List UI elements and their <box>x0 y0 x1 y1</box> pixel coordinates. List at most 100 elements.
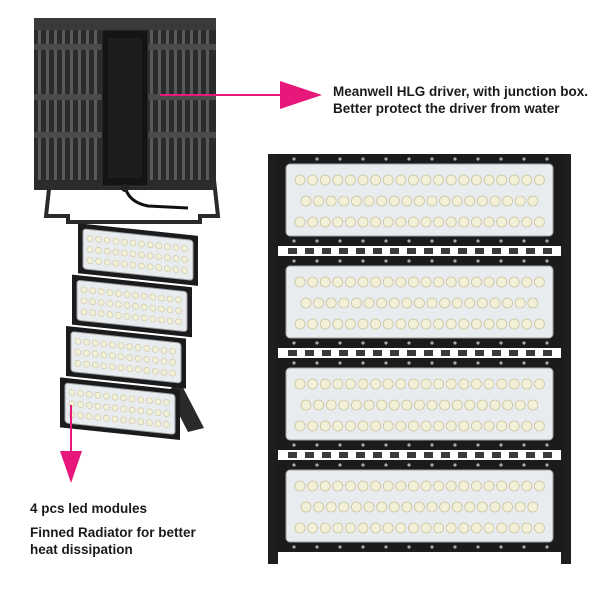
led-chip <box>489 195 501 207</box>
led-chip <box>458 480 470 492</box>
led-chip <box>483 480 495 492</box>
led-module <box>72 274 192 338</box>
led-chip <box>294 420 306 432</box>
led-chip <box>175 318 182 326</box>
led-chip <box>97 299 105 307</box>
led-chip <box>533 174 545 186</box>
led-chip <box>332 174 344 186</box>
led-chip <box>109 352 116 360</box>
led-chip <box>307 276 318 288</box>
led-chip <box>146 263 154 271</box>
led-chip <box>134 366 142 373</box>
led-chip <box>458 318 470 330</box>
led-chip <box>160 346 168 354</box>
led-chip <box>483 174 495 186</box>
led-chip <box>521 378 533 390</box>
led-chip <box>160 357 168 365</box>
led-chip <box>395 174 407 186</box>
led-chip <box>382 318 394 330</box>
led-chip <box>483 522 495 534</box>
led-chip <box>143 367 151 374</box>
led-chip <box>94 403 102 410</box>
led-chip <box>433 420 445 432</box>
led-chip <box>158 294 165 302</box>
led-chip <box>439 399 451 411</box>
led-chip <box>508 378 520 390</box>
led-chip <box>445 276 457 288</box>
led-chip <box>470 174 482 186</box>
led-chip <box>132 302 139 310</box>
led-chip <box>103 248 111 255</box>
led-chip <box>533 480 545 492</box>
led-chip <box>489 297 501 309</box>
led-chip <box>370 420 381 432</box>
led-chip <box>89 298 96 306</box>
modules-arrow <box>60 405 82 483</box>
led-chip <box>294 318 306 330</box>
led-chip <box>451 501 463 513</box>
driver-annotation: Meanwell HLG driver, with junction box. … <box>333 83 600 117</box>
led-chip <box>508 522 520 534</box>
led-chip <box>388 297 400 309</box>
led-chip <box>476 195 488 207</box>
led-chip <box>514 297 526 309</box>
led-chip <box>120 405 127 413</box>
led-chip <box>433 318 445 330</box>
angled-front-view-image <box>60 223 204 440</box>
led-chip <box>439 297 451 309</box>
led-chip <box>77 390 84 397</box>
led-chip <box>451 297 463 309</box>
led-chip <box>319 174 331 186</box>
led-chip <box>502 195 514 207</box>
led-chip <box>121 260 128 268</box>
led-chip <box>376 297 387 309</box>
led-chip <box>123 302 131 309</box>
led-chip <box>319 420 331 432</box>
led-chip <box>307 480 318 492</box>
led-chip <box>521 276 533 288</box>
led-chip <box>351 297 362 309</box>
led-chip <box>476 399 488 411</box>
led-chip <box>489 501 501 513</box>
led-chip <box>382 378 394 390</box>
led-chip <box>319 318 331 330</box>
led-chip <box>154 398 162 405</box>
led-chip <box>407 216 419 228</box>
led-chip <box>86 235 94 242</box>
led-chip <box>363 501 375 513</box>
led-chip <box>439 195 451 207</box>
led-chip <box>464 195 476 207</box>
led-chip <box>91 350 99 358</box>
led-chip <box>175 296 182 304</box>
led-chip <box>426 195 438 207</box>
radiator-annotation-line-2: heat dissipation <box>30 542 133 557</box>
led-chip <box>307 522 318 534</box>
led-chip <box>158 305 165 313</box>
led-chip <box>100 340 108 348</box>
led-chip <box>376 195 387 207</box>
led-chip <box>376 399 387 411</box>
led-module <box>276 358 563 450</box>
led-chip <box>117 342 125 350</box>
led-chip <box>111 404 119 412</box>
led-chip <box>103 403 110 411</box>
front-view-image <box>268 154 571 564</box>
led-chip <box>91 339 99 347</box>
led-chip <box>426 501 438 513</box>
led-chip <box>325 501 337 513</box>
led-chip <box>152 357 159 364</box>
led-chip <box>100 362 108 370</box>
led-chip <box>370 276 381 288</box>
led-chip <box>413 501 425 513</box>
led-chip <box>395 378 407 390</box>
led-chip <box>307 216 318 228</box>
led-chip <box>357 318 369 330</box>
led-chip <box>363 297 375 309</box>
led-chip <box>120 416 127 424</box>
led-chip <box>138 262 145 270</box>
led-chip <box>514 195 526 207</box>
led-chip <box>313 399 324 411</box>
led-chip <box>357 480 369 492</box>
led-chip <box>166 295 174 303</box>
led-chip <box>470 318 482 330</box>
